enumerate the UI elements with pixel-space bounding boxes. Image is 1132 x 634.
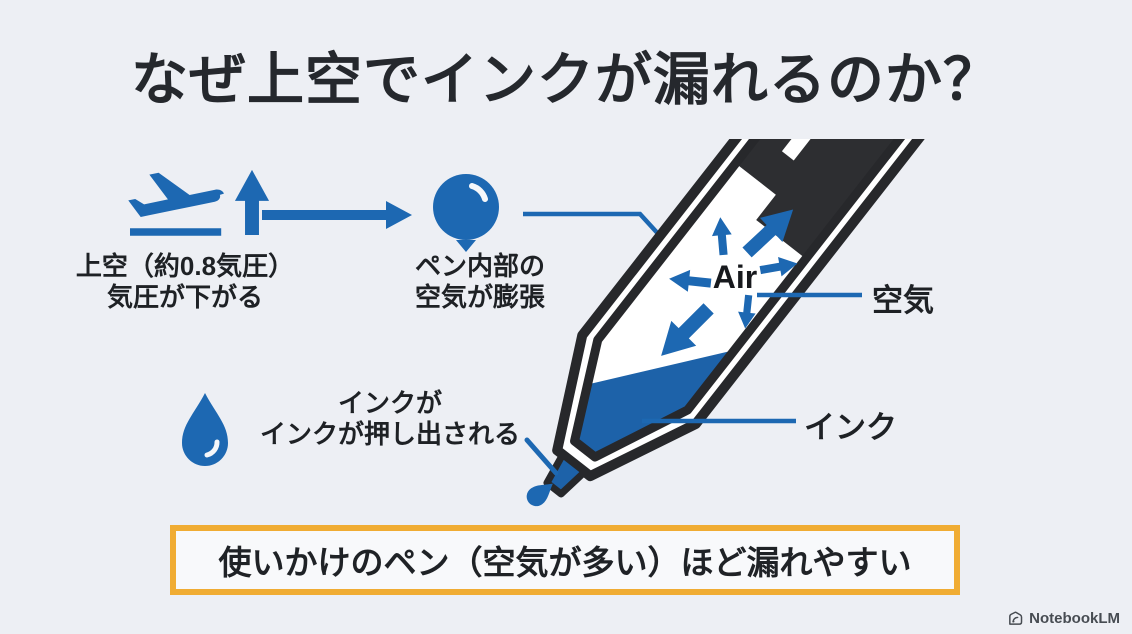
expansion-caption-line1: ペン内部の <box>414 251 545 281</box>
brand-footer: NotebookLM <box>1007 610 1120 627</box>
marker-pen-illustration <box>543 139 931 498</box>
arrow-up-icon <box>234 169 270 235</box>
brand-name: NotebookLM <box>1029 610 1120 627</box>
arrow-right-icon <box>262 201 412 229</box>
pen-air-text: Air <box>712 259 758 295</box>
leak-caption: インクが インクが押し出される <box>240 388 540 449</box>
altitude-caption-line2: 気圧が下がる <box>106 281 263 312</box>
leak-caption-line1: インクが <box>337 388 442 418</box>
balloon-icon <box>433 174 499 252</box>
leak-caption-line2: インクが押し出される <box>259 418 520 449</box>
ink-label: インク <box>804 410 897 445</box>
ink-drop-icon <box>182 393 228 466</box>
altitude-caption: 上空（約0.8気圧） 気圧が下がる <box>30 251 340 312</box>
airplane-takeoff-icon <box>128 172 224 236</box>
expansion-caption-line2: 空気が膨張 <box>414 281 545 312</box>
altitude-caption-line1: 上空（約0.8気圧） <box>75 251 295 281</box>
conclusion-banner: 使いかけのペン（空気が多い）ほど漏れやすい <box>170 525 960 595</box>
air-label: 空気 <box>872 283 934 318</box>
pen-nib <box>543 451 589 498</box>
pen-cap <box>735 139 915 259</box>
notebooklm-logo-icon <box>1009 611 1023 625</box>
pen-ink-fill <box>575 350 735 456</box>
pen-inner-wall <box>570 139 919 462</box>
conclusion-banner-text: 使いかけのペン（空気が多い）ほど漏れやすい <box>218 544 912 581</box>
leak-callout-line <box>524 437 559 476</box>
page-title: なぜ上空でインクが漏れるのか？ <box>131 48 1001 112</box>
expansion-caption: ペン内部の 空気が膨張 <box>330 251 630 312</box>
